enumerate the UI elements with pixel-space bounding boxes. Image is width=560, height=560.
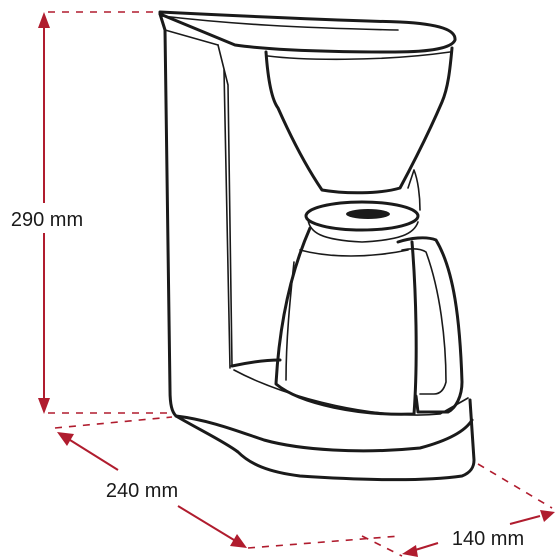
- depth-arrow-right-icon: [540, 510, 555, 522]
- width-dimension: 240 mm: [54, 416, 401, 549]
- housing-inner-edge: [217, 44, 233, 367]
- lid: [158, 10, 457, 54]
- base-front-edge: [174, 414, 474, 453]
- carafe-lid: [304, 200, 420, 232]
- base-inner-rim: [233, 369, 469, 416]
- housing-body: [158, 12, 476, 482]
- carafe-handle-inner: [401, 247, 447, 395]
- width-left-extension: [54, 416, 173, 429]
- height-arrow-bottom-icon: [38, 398, 50, 414]
- width-right-extension: [247, 535, 401, 549]
- housing-inner-shadow: [223, 69, 231, 369]
- base-top-edge: [230, 358, 282, 368]
- carafe-shoulder: [299, 249, 409, 257]
- width-label: 240 mm: [106, 480, 178, 502]
- width-dimension-line-left: [69, 439, 119, 471]
- height-label: 290 mm: [11, 209, 83, 231]
- carafe-handle: [396, 236, 464, 414]
- depth-arrow-left-icon: [402, 545, 418, 557]
- carafe-lid-opening: [346, 209, 390, 219]
- filter-side: [407, 169, 421, 211]
- lid-edge-line: [161, 15, 399, 31]
- height-arrow-top-icon: [38, 12, 50, 28]
- width-arrow-right-icon: [230, 534, 247, 548]
- depth-bottom-extension: [361, 535, 403, 557]
- height-label-bg: [0, 203, 96, 233]
- height-dimension: 290 mm: [0, 11, 170, 414]
- width-arrow-left-icon: [57, 432, 74, 446]
- depth-label: 140 mm: [452, 528, 524, 550]
- carafe-lid-band: [307, 219, 419, 243]
- carafe-body: [274, 226, 418, 416]
- depth-dimension: 140 mm: [361, 463, 555, 557]
- depth-top-extension: [477, 463, 553, 509]
- filter-cone: [264, 46, 454, 195]
- filter-rim: [267, 51, 451, 61]
- housing-top-edge: [164, 29, 219, 46]
- width-dimension-line-right: [177, 505, 235, 541]
- depth-dimension-line-right: [509, 515, 541, 525]
- carafe-highlight: [285, 261, 295, 381]
- coffee-maker-icon: [158, 10, 476, 482]
